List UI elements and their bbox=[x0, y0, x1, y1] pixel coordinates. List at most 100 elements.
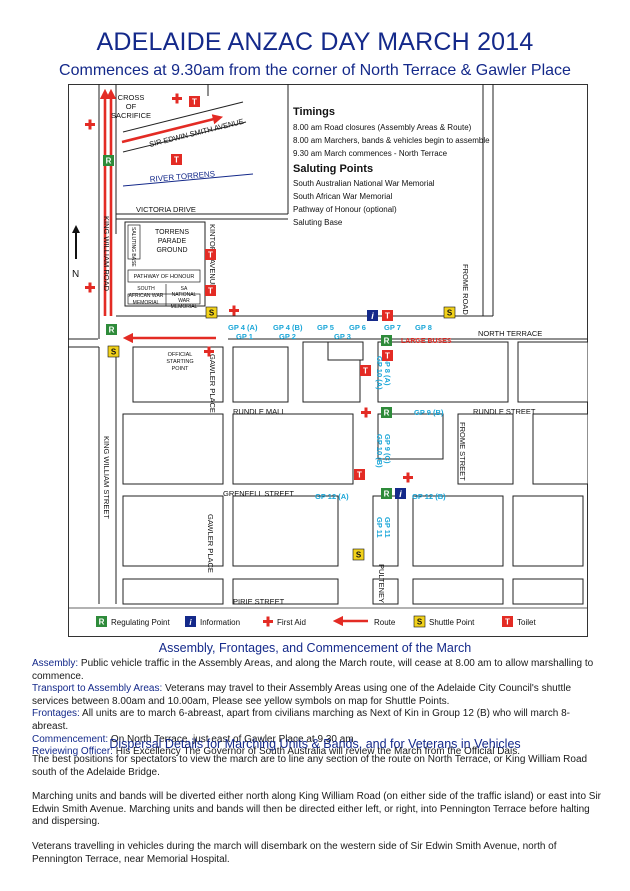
svg-text:i: i bbox=[189, 618, 192, 627]
pulteney-label: PULTENEY bbox=[377, 564, 386, 603]
saluting-item: Saluting Base bbox=[293, 218, 343, 227]
regulating-icon: R bbox=[381, 407, 392, 418]
gp-label: GP 10 (A) bbox=[375, 356, 384, 390]
natwar-label-1: SA bbox=[181, 286, 188, 292]
cross-label-3: SACRIFICE bbox=[111, 111, 151, 120]
first-aid-icon bbox=[172, 93, 182, 104]
sawar-label-3: MEMORIAL bbox=[133, 300, 160, 306]
gp-label: GP 9 (B) bbox=[414, 408, 444, 417]
svg-text:T: T bbox=[208, 287, 213, 296]
info-icon: i bbox=[395, 488, 406, 499]
svg-text:Toilet: Toilet bbox=[517, 618, 536, 627]
legend-route: Route bbox=[332, 615, 396, 627]
svg-text:S: S bbox=[417, 618, 423, 627]
official-label-3: POINT bbox=[172, 366, 189, 372]
saluting-heading: Saluting Points bbox=[293, 163, 373, 175]
toilet-icon: T bbox=[189, 96, 200, 107]
svg-text:Shuttle Point: Shuttle Point bbox=[429, 618, 475, 627]
svg-text:i: i bbox=[399, 489, 402, 499]
pirie-label: PIRIE STREET bbox=[233, 597, 285, 606]
svg-text:Regulating Point: Regulating Point bbox=[111, 618, 170, 627]
gp-label: GP 5 bbox=[317, 323, 334, 332]
reviewing-text: His Excellency The Governor of South Aus… bbox=[112, 746, 520, 758]
commencement-text: On North Terrace, just east of Gawler Pl… bbox=[108, 733, 357, 745]
pathway-box bbox=[127, 269, 201, 283]
saluting-base-label: SALUTING BASE bbox=[130, 227, 136, 267]
pathway-label: PATHWAY OF HONOUR bbox=[134, 274, 195, 280]
assembly-heading: Assembly, Frontages, and Commencement of… bbox=[158, 641, 472, 655]
svg-text:T: T bbox=[174, 156, 179, 165]
route-arrow bbox=[121, 114, 224, 144]
rundle-mall-label: RUNDLE MALL bbox=[233, 407, 286, 416]
legend-first-aid: First Aid bbox=[263, 616, 306, 627]
toilet-icon: T bbox=[382, 350, 393, 361]
svg-text:Route: Route bbox=[374, 618, 396, 627]
natwar-label-2: NATIONAL bbox=[172, 292, 197, 298]
svg-text:T: T bbox=[357, 471, 362, 480]
first-aid-icon bbox=[229, 305, 239, 316]
gp-label: GP 12 (B) bbox=[412, 492, 446, 501]
sawar-label-1: SOUTH bbox=[137, 286, 155, 292]
parade-label-2: PARADE bbox=[158, 238, 187, 245]
route-arrows bbox=[99, 88, 224, 344]
first-aid-icon bbox=[361, 407, 371, 418]
cross-label-2: OF bbox=[126, 102, 137, 111]
grenfell-label: GRENFELL STREET bbox=[223, 489, 294, 498]
assembly-text: Public vehicle traffic in the Assembly A… bbox=[32, 658, 594, 682]
gp-label: GP 3 bbox=[334, 332, 351, 341]
timing-item: 8.00 am Road closures (Assembly Areas & … bbox=[293, 123, 472, 132]
shuttle-icon: S bbox=[352, 548, 365, 561]
svg-text:First Aid: First Aid bbox=[277, 618, 306, 627]
svg-text:R: R bbox=[384, 409, 390, 418]
first-aid-icons bbox=[85, 93, 413, 483]
gp-label: GP 7 bbox=[384, 323, 401, 332]
regulating-icon: R bbox=[106, 324, 117, 335]
legend-shuttle: S Shuttle Point bbox=[413, 615, 475, 628]
legend-information: i Information bbox=[185, 616, 240, 627]
gp-label: GP 2 bbox=[279, 332, 296, 341]
toilet-icons: T T T T T T T T bbox=[171, 96, 393, 480]
svg-text:S: S bbox=[111, 348, 117, 357]
svg-text:R: R bbox=[109, 326, 115, 335]
gp-label: GP 12 (A) bbox=[315, 492, 349, 501]
kws-label: KING WILLIAM STREET bbox=[102, 436, 111, 519]
assembly-label: Assembly: bbox=[32, 658, 79, 669]
gawler-label-1: GAWLER PLACE bbox=[208, 354, 217, 413]
gp-label: GP 6 bbox=[349, 323, 366, 332]
svg-text:T: T bbox=[505, 618, 510, 627]
svg-text:R: R bbox=[106, 157, 112, 166]
gp-label: GP 4 (A) bbox=[228, 323, 258, 332]
transport-label: Transport to Assembly Areas: bbox=[32, 683, 163, 695]
first-aid-icon bbox=[403, 472, 413, 483]
page-title: ADELAIDE ANZAC DAY MARCH 2014 bbox=[96, 28, 534, 56]
svg-text:T: T bbox=[363, 367, 368, 376]
toilet-icon: T bbox=[171, 154, 182, 165]
frontages-label: Frontages: bbox=[32, 708, 80, 720]
toilet-icon: T bbox=[205, 249, 216, 260]
timing-item: 8.00 am Marchers, bands & vehicles begin… bbox=[293, 136, 490, 145]
svg-text:S: S bbox=[356, 551, 362, 560]
north-label: N bbox=[72, 269, 79, 280]
route-map: N CROSS OF SACRIFICE SIR EDWIN SMITH AVE… bbox=[68, 84, 588, 637]
svg-text:i: i bbox=[371, 311, 374, 321]
regulating-icon: R bbox=[381, 488, 392, 499]
north-terrace-label: NORTH TERRACE bbox=[478, 329, 542, 338]
svg-text:S: S bbox=[447, 309, 453, 318]
dispersal-paragraph: The best positions for spectators to vie… bbox=[32, 754, 588, 778]
svg-text:S: S bbox=[209, 309, 215, 318]
memorial-box bbox=[127, 293, 201, 305]
gp-label: GP 8 bbox=[415, 323, 432, 332]
info-icon: i bbox=[367, 310, 378, 321]
saluting-item: South African War Memorial bbox=[293, 192, 393, 201]
timing-item: 9.30 am March commences - North Terrace bbox=[293, 149, 448, 158]
gawler-label-2: GAWLER PLACE bbox=[206, 514, 215, 573]
first-aid-icon bbox=[85, 282, 95, 293]
svg-text:T: T bbox=[208, 251, 213, 260]
frome-road-label: FROME ROAD bbox=[461, 264, 470, 315]
toilet-icon: T bbox=[360, 365, 371, 376]
regulating-icon: R bbox=[103, 155, 114, 166]
shuttle-icons: S S S S bbox=[107, 306, 456, 561]
gp-label: GP 11 bbox=[375, 517, 384, 538]
timings-heading: Timings bbox=[293, 106, 335, 118]
toilet-icon: T bbox=[382, 310, 393, 321]
